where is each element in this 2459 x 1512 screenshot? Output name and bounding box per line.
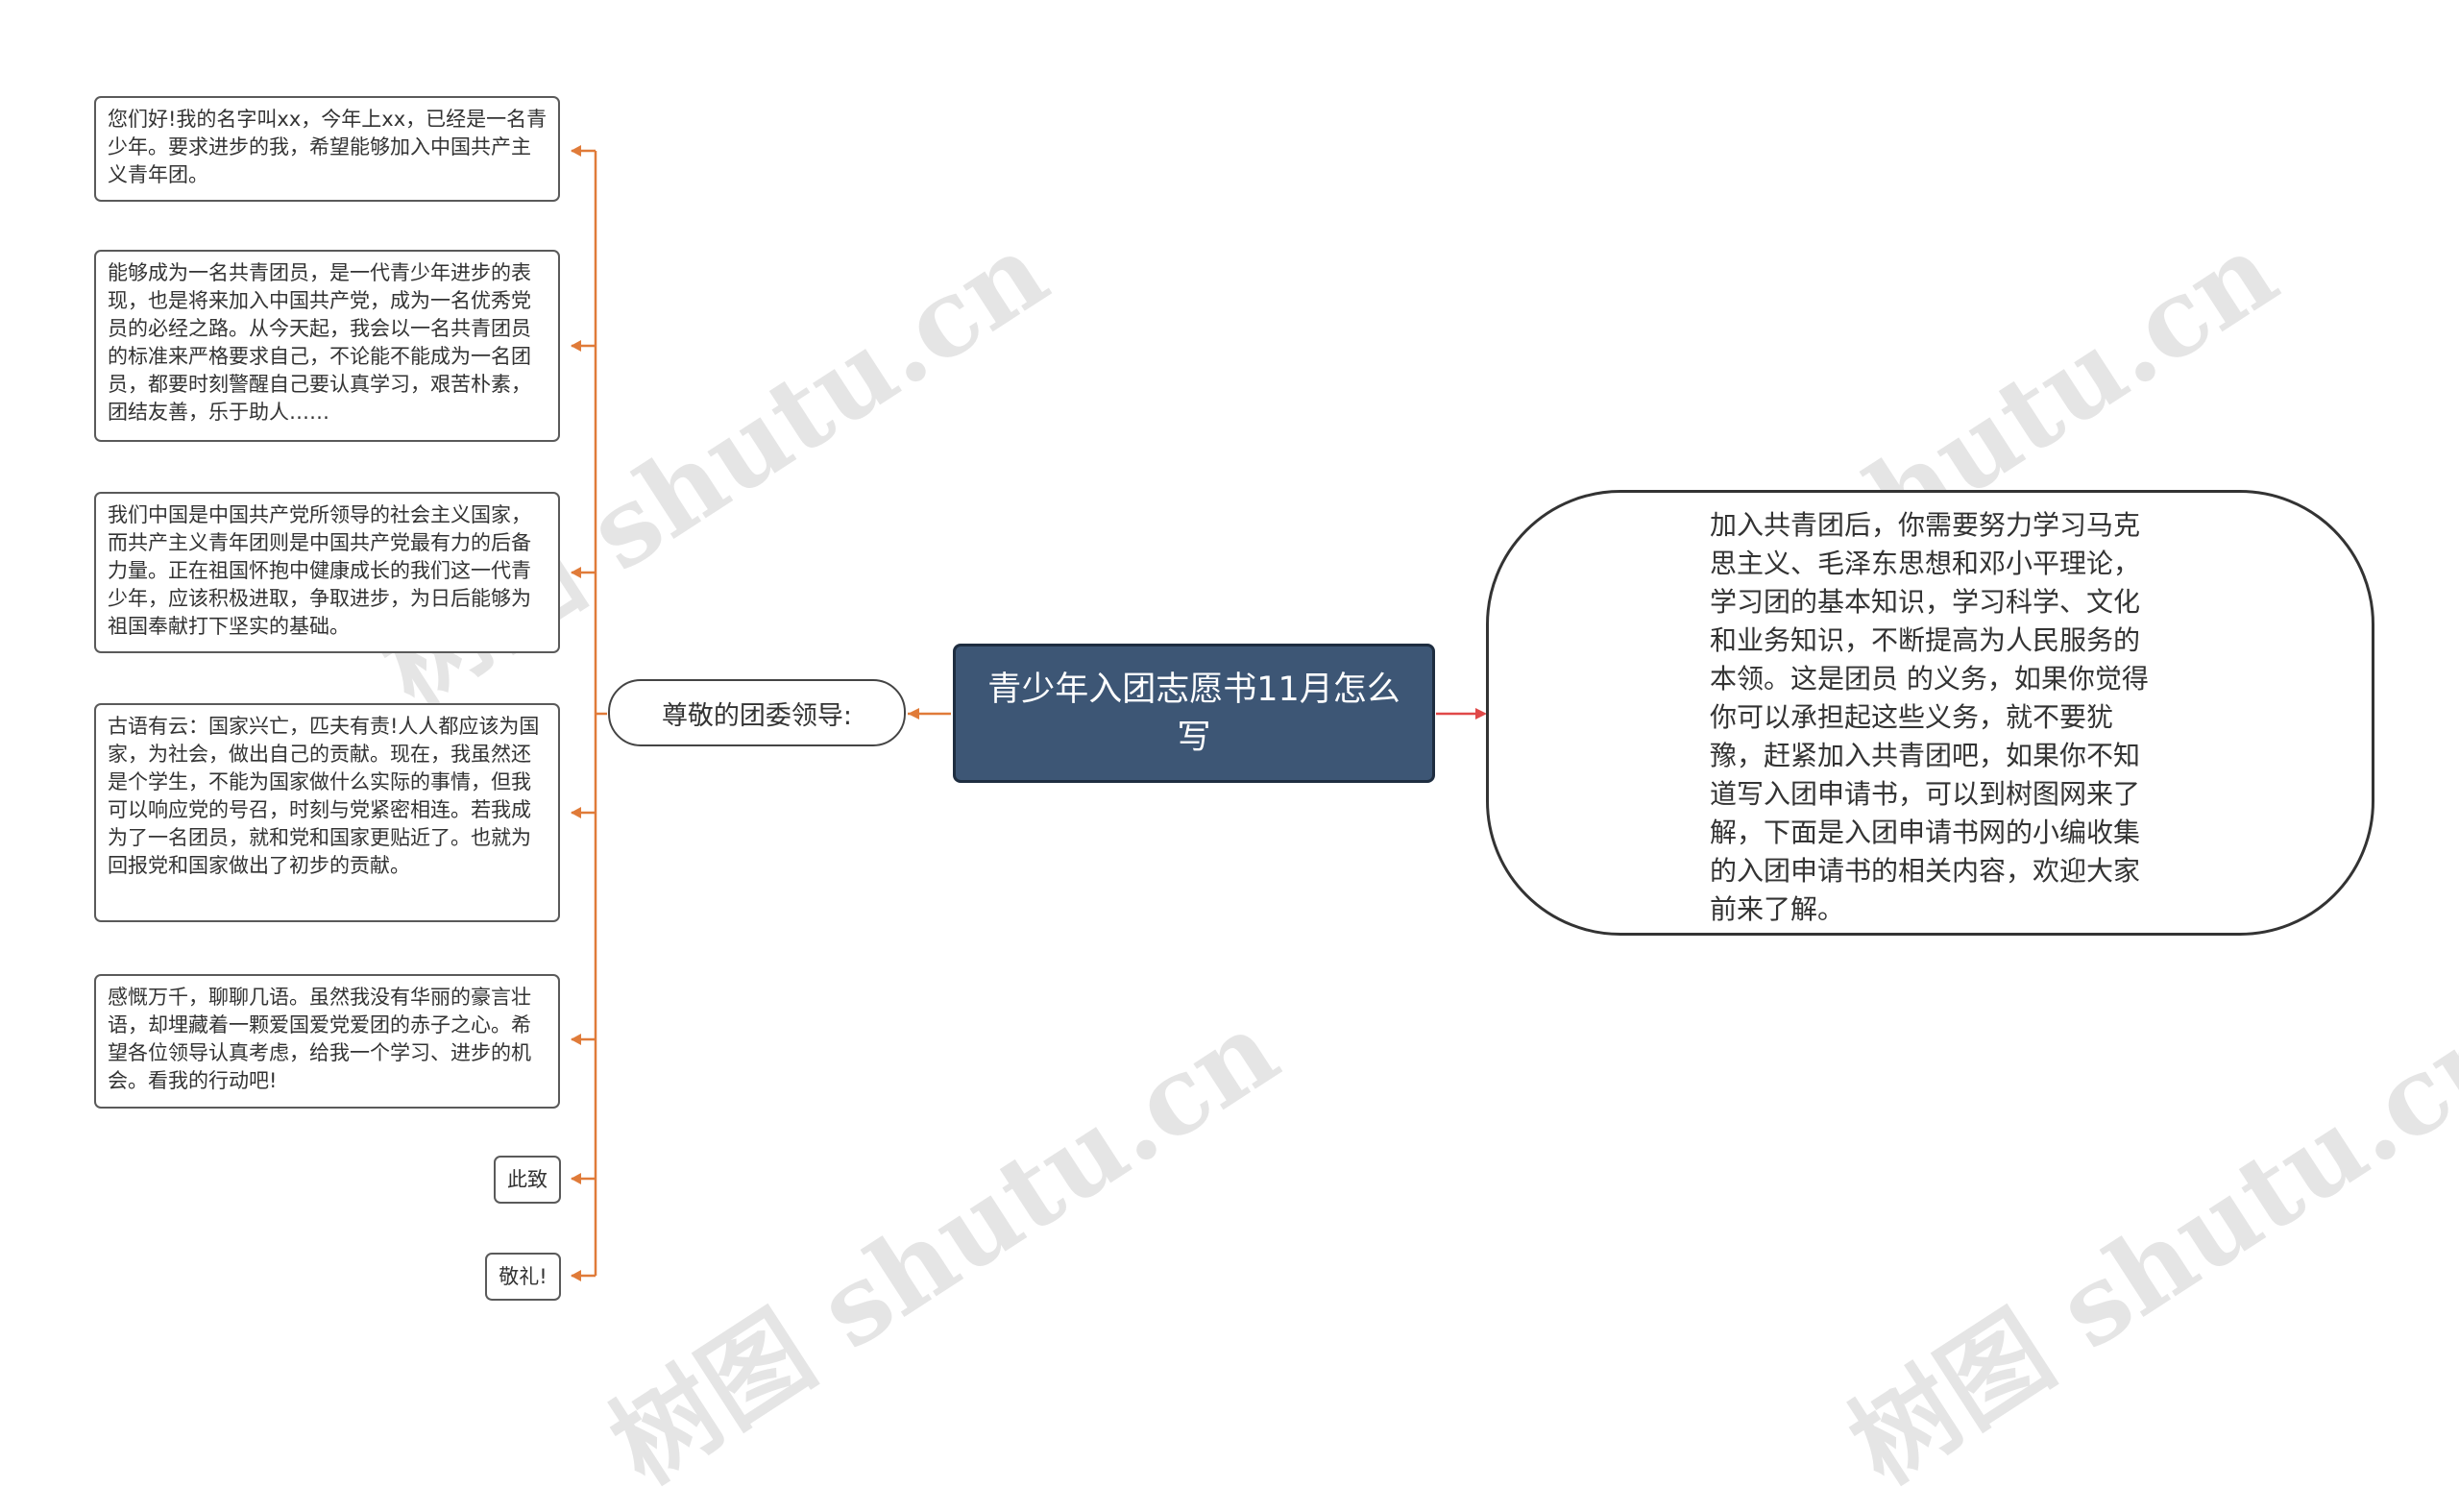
leaf-paragraph-1[interactable]: 您们好!我的名字叫xx，今年上xx，已经是一名青少年。要求进步的我，希望能够加入… (94, 96, 560, 202)
connector-layer (571, 145, 1487, 1281)
arrowhead-leaf-5 (571, 1034, 581, 1045)
subtopic-salutation-label: 尊敬的团委领导: (661, 700, 853, 731)
arrowhead-sub (908, 708, 919, 719)
right-note[interactable]: 加入共青团后，你需要努力学习马克思主义、毛泽东思想和邓小平理论，学习团的基本知识… (1486, 490, 2374, 936)
leaf-paragraph-3-text: 我们中国是中国共产党所领导的社会主义国家，而共产主义青年团则是中国共产党最有力的… (108, 503, 531, 638)
root-topic[interactable]: 青少年入团志愿书11月怎么写 (953, 644, 1435, 783)
arrowhead-right (1475, 708, 1487, 719)
leaf-paragraph-4[interactable]: 古语有云：国家兴亡，匹夫有责!人人都应该为国家，为社会，做出自己的贡献。现在，我… (94, 703, 560, 922)
arrowhead-leaf-1 (571, 145, 581, 157)
arrowhead-leaf-7 (571, 1270, 581, 1281)
leaf-paragraph-5[interactable]: 感慨万千，聊聊几语。虽然我没有华丽的豪言壮语，却埋藏着一颗爱国爱党爱团的赤子之心… (94, 974, 560, 1109)
subtopic-salutation[interactable]: 尊敬的团委领导: (608, 679, 906, 746)
leaf-paragraph-3[interactable]: 我们中国是中国共产党所领导的社会主义国家，而共产主义青年团则是中国共产党最有力的… (94, 492, 560, 653)
arrowhead-leaf-2 (571, 340, 581, 352)
leaf-closing-1-text: 此致 (507, 1167, 548, 1191)
right-note-text: 加入共青团后，你需要努力学习马克思主义、毛泽东思想和邓小平理论，学习团的基本知识… (1710, 509, 2149, 925)
leaf-paragraph-2[interactable]: 能够成为一名共青团员，是一代青少年进步的表现，也是将来加入中国共产党，成为一名优… (94, 250, 560, 442)
leaf-closing-2-text: 敬礼! (499, 1264, 548, 1288)
arrowhead-leaf-6 (571, 1173, 581, 1184)
leaf-closing-1[interactable]: 此致 (494, 1156, 561, 1204)
root-topic-label: 青少年入团志愿书11月怎么写 (987, 670, 1400, 757)
arrowhead-leaf-3 (571, 567, 581, 578)
leaf-paragraph-4-text: 古语有云：国家兴亡，匹夫有责!人人都应该为国家，为社会，做出自己的贡献。现在，我… (108, 715, 540, 877)
leaf-paragraph-1-text: 您们好!我的名字叫xx，今年上xx，已经是一名青少年。要求进步的我，希望能够加入… (108, 108, 548, 186)
leaf-paragraph-5-text: 感慨万千，聊聊几语。虽然我没有华丽的豪言壮语，却埋藏着一颗爱国爱党爱团的赤子之心… (108, 986, 531, 1092)
leaf-paragraph-2-text: 能够成为一名共青团员，是一代青少年进步的表现，也是将来加入中国共产党，成为一名优… (108, 261, 531, 424)
leaf-closing-2[interactable]: 敬礼! (485, 1253, 561, 1301)
arrowhead-leaf-4 (571, 807, 581, 818)
